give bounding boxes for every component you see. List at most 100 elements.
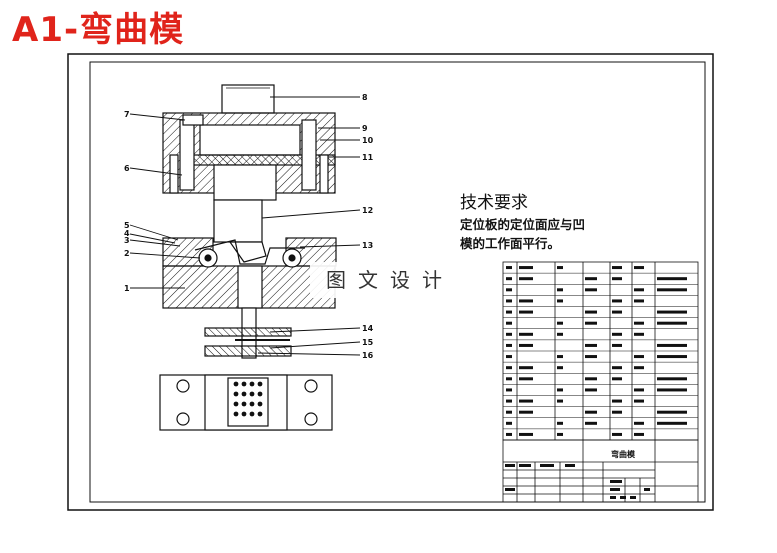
table-cell-mark: [585, 410, 597, 414]
table-cell-mark: [519, 432, 533, 436]
table-cell-mark: [506, 321, 512, 325]
table-cell-mark: [557, 421, 563, 425]
table-cell-mark: [557, 288, 563, 292]
part-label: 8: [362, 93, 368, 102]
table-cell-mark: [585, 421, 597, 425]
title-block-marks: [505, 464, 650, 499]
table-cell-mark: [612, 343, 622, 347]
table-cell-mark: [506, 310, 512, 314]
table-cell-mark: [612, 266, 622, 270]
screw-head: [182, 114, 204, 126]
title-block-name: 弯曲模: [611, 450, 635, 459]
table-cell-mark: [557, 332, 563, 336]
inner-frame: [89, 61, 706, 503]
table-cell-mark: [557, 388, 563, 392]
table-cell-mark: [519, 366, 533, 370]
watermark: 图文设计: [310, 262, 470, 298]
table-cell-mark: [612, 310, 622, 314]
table-cell-mark: [519, 310, 533, 314]
table-cell-mark: [557, 266, 563, 270]
table-cell-mark: [634, 432, 644, 436]
outer-frame: [67, 53, 714, 511]
table-cell-mark: [657, 310, 687, 314]
table-cell-mark: [657, 321, 687, 325]
table-cell-mark: [634, 299, 644, 303]
assembly-view: [159, 84, 337, 431]
table-cell-mark: [506, 343, 512, 347]
plan-holes: [233, 381, 263, 417]
table-cell-mark: [506, 388, 512, 392]
table-cell-mark: [506, 332, 512, 336]
table-cell-mark: [519, 410, 533, 414]
table-cell-mark: [657, 343, 687, 347]
table-cell-mark: [612, 377, 622, 381]
table-cell-mark: [612, 410, 622, 414]
table-cell-mark: [519, 277, 533, 281]
part-label: 16: [362, 351, 374, 360]
table-cell-mark: [557, 366, 563, 370]
part-label: 15: [362, 338, 374, 347]
table-cell-mark: [506, 399, 512, 403]
table-cell-mark: [634, 388, 644, 392]
table-cell-mark: [585, 377, 597, 381]
table-cell-mark: [519, 332, 533, 336]
table-cell-mark: [506, 410, 512, 414]
table-cell-mark: [634, 399, 644, 403]
table-cell-mark: [585, 388, 597, 392]
table-cell-mark: [506, 355, 512, 359]
table-cell-mark: [506, 366, 512, 370]
part-label: 13: [362, 241, 373, 250]
table-cell-mark: [506, 421, 512, 425]
table-cell-mark: [585, 321, 597, 325]
table-cell-mark: [585, 355, 597, 359]
table-cell-mark: [519, 343, 533, 347]
table-cell-mark: [519, 377, 533, 381]
table-cell-mark: [657, 421, 687, 425]
table-cell-mark: [612, 432, 622, 436]
drawing-title: A1-弯曲模: [12, 10, 185, 50]
part-label: 10: [362, 136, 374, 145]
table-cell-mark: [657, 288, 687, 292]
table-cell-mark: [519, 299, 533, 303]
table-cell-mark: [634, 288, 644, 292]
part-label: 4: [124, 229, 130, 238]
table-cell-mark: [557, 399, 563, 403]
table-cell-mark: [557, 321, 563, 325]
table-cell-mark: [612, 366, 622, 370]
plate-lower: [204, 345, 292, 357]
part-label: 3: [124, 236, 130, 245]
table-cell-mark: [634, 321, 644, 325]
table-cell-mark: [657, 277, 687, 281]
table-cell-mark: [612, 277, 622, 281]
table-cell-mark: [506, 288, 512, 292]
technical-requirement-line: 定位板的定位面应与凹: [460, 217, 586, 232]
table-cell-mark: [657, 355, 687, 359]
part-label: 9: [362, 124, 368, 133]
table-cell-mark: [657, 388, 687, 392]
table-cell-mark: [612, 399, 622, 403]
part-label: 6: [124, 164, 130, 173]
part-label: 5: [124, 221, 130, 230]
table-cell-mark: [634, 266, 644, 270]
part-label: 1: [124, 284, 130, 293]
table-cell-mark: [557, 432, 563, 436]
table-cell-mark: [506, 277, 512, 281]
punch: [213, 164, 277, 201]
punch-shank: [221, 84, 275, 114]
table-cell-mark: [657, 377, 687, 381]
table-cell-mark: [519, 399, 533, 403]
technical-requirements-heading: 技术要求: [460, 193, 528, 213]
title-block: [502, 439, 699, 503]
parts-list-rows: [503, 272, 698, 430]
table-cell-mark: [657, 410, 687, 414]
table-cell-mark: [557, 355, 563, 359]
table-cell-mark: [506, 377, 512, 381]
part-label: 11: [362, 153, 374, 162]
table-cell-mark: [506, 266, 512, 270]
table-cell-mark: [612, 299, 622, 303]
part-label: 7: [124, 110, 130, 119]
table-cell-mark: [585, 288, 597, 292]
leader-lines: [129, 96, 361, 356]
table-cell-mark: [585, 277, 597, 281]
